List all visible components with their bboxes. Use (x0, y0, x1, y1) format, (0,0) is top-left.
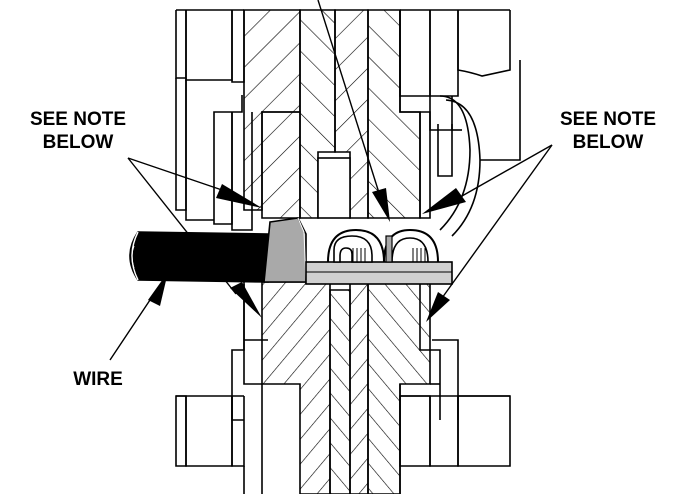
see-note-right-line1: SEE NOTE (560, 109, 656, 130)
see-note-left-line1: SEE NOTE (30, 109, 126, 130)
arrowhead-right-upper (422, 188, 466, 214)
callout-wire: WIRE (73, 369, 123, 390)
leader-lines (109, 0, 553, 361)
see-note-left-line2: BELOW (43, 132, 114, 153)
callout-see-note-left: SEE NOTE BELOW (30, 109, 126, 153)
wire-insulation (129, 231, 269, 283)
upper-die-body (261, 111, 351, 219)
terminal-conductor-barrel (305, 228, 453, 285)
lower-die-outline (243, 284, 440, 494)
arrowhead-right-lower (426, 292, 450, 322)
arrowhead-top-note (372, 188, 390, 222)
arrowhead-left-upper (216, 184, 262, 208)
arrowhead-left-lower (230, 282, 262, 318)
lower-die-right (367, 281, 431, 494)
lower-die-left (261, 281, 331, 494)
wire-label: WIRE (73, 369, 123, 390)
lower-center-blade (329, 281, 369, 494)
arrowheads (148, 184, 466, 322)
arrowhead-wire (148, 272, 168, 306)
terminal-insulation-barrel (263, 217, 307, 283)
see-note-right-line2: BELOW (573, 132, 644, 153)
callout-see-note-right: SEE NOTE BELOW (560, 109, 656, 153)
